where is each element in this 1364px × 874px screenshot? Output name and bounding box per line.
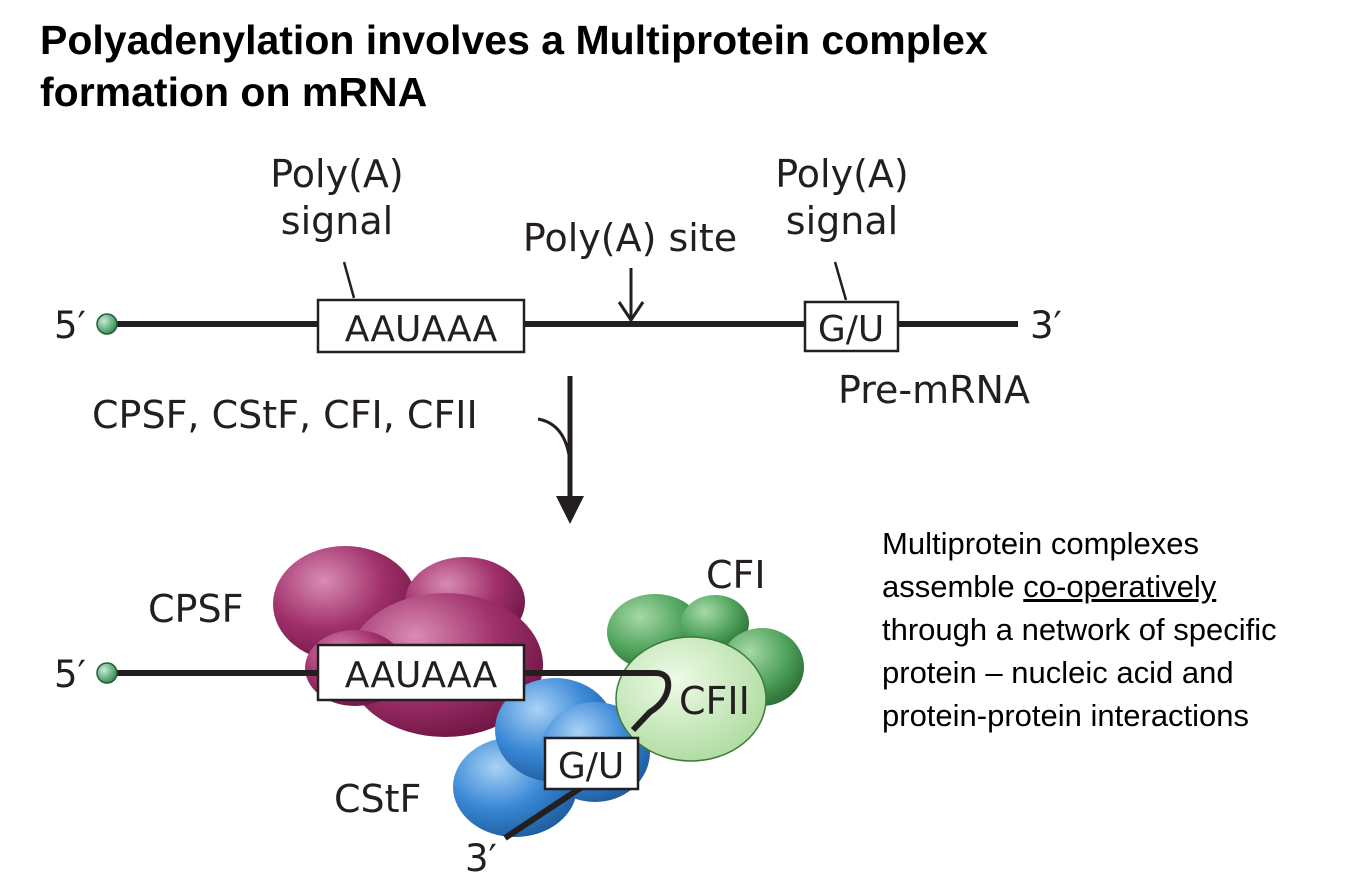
three-prime-label-bottom: 3′	[465, 837, 497, 874]
polya-site-label: Poly(A) site	[523, 216, 737, 260]
factors-label: CPSF, CStF, CFI, CFII	[92, 393, 478, 437]
polya-signal-right-line1: Poly(A)	[775, 152, 909, 196]
caption-line-2: assemble co-operatively	[882, 565, 1352, 608]
pre-mrna-label: Pre-mRNA	[838, 368, 1030, 412]
five-prime-label: 5′	[54, 304, 86, 347]
assembly-arrow-icon	[537, 376, 584, 524]
caption-line-1: Multiprotein complexes	[882, 526, 1200, 561]
five-prime-cap-icon-bottom	[96, 662, 118, 684]
caption-line-4: protein – nucleic acid and	[882, 655, 1234, 690]
title-line-1: Polyadenylation involves a Multiprotein …	[40, 17, 988, 63]
mrna-strand-3prime	[503, 782, 587, 841]
five-prime-cap-icon	[96, 313, 118, 335]
aauaaa-label: AAUAAA	[345, 309, 498, 350]
gu-box-bottom	[543, 736, 640, 791]
complex-diagram: 5′ AAUAAA G/U CPSF CFI CFII CStF 3′	[54, 546, 804, 874]
polya-signal-right-line2: signal	[786, 199, 898, 243]
cfi-label: CFI	[706, 553, 766, 597]
gu-label: G/U	[818, 309, 884, 350]
cstf-label: CStF	[334, 777, 421, 821]
title-line-2: formation on mRNA	[40, 69, 428, 115]
cfii-label: CFII	[679, 679, 750, 723]
aauaaa-box	[316, 298, 526, 354]
polya-signal-right-pointer	[833, 261, 848, 301]
mrna-strand-loop	[525, 670, 672, 733]
pre-mrna-diagram: 5′ 3′ AAUAAA G/U Poly(A) signal Poly(A) …	[54, 152, 1062, 412]
gu-box	[803, 300, 900, 353]
polya-signal-left-pointer	[342, 261, 356, 299]
caption-line-5: protein-protein interactions	[882, 698, 1250, 733]
caption-text: Multiprotein complexes assemble co-opera…	[882, 522, 1352, 737]
five-prime-label-bottom: 5′	[54, 653, 86, 696]
three-prime-label: 3′	[1030, 304, 1062, 347]
slide-title: Polyadenylation involves a Multiprotein …	[40, 14, 1240, 118]
caption-line-3: through a network of specific	[882, 612, 1277, 647]
gu-label-bottom: G/U	[558, 746, 624, 787]
caption-line-2-pre: assemble	[882, 569, 1024, 604]
aauaaa-label-bottom: AAUAAA	[345, 655, 498, 696]
caption-underlined-word: co-operatively	[1023, 569, 1217, 604]
cpsf-label: CPSF	[148, 587, 243, 631]
aauaaa-box-bottom	[316, 643, 526, 702]
polya-site-arrow-icon	[617, 268, 645, 323]
polya-signal-left-line1: Poly(A)	[270, 152, 404, 196]
cfii-protein-icon	[615, 636, 767, 762]
polya-signal-left-line2: signal	[281, 199, 393, 243]
